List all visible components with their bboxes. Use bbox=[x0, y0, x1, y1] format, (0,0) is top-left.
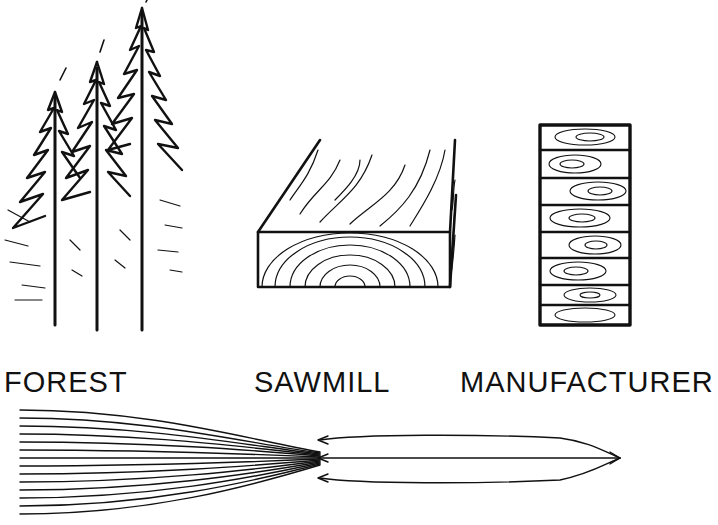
stage-label: SAWMILL bbox=[254, 368, 390, 397]
converging-flow-lines bbox=[20, 410, 620, 514]
glulam-beam-illustration bbox=[540, 125, 630, 325]
stage-label: MANUFACTURER bbox=[460, 368, 714, 397]
stage-label: FOREST bbox=[4, 368, 128, 397]
lumber-board-illustration bbox=[258, 140, 456, 287]
tree-illustration bbox=[5, 0, 182, 330]
